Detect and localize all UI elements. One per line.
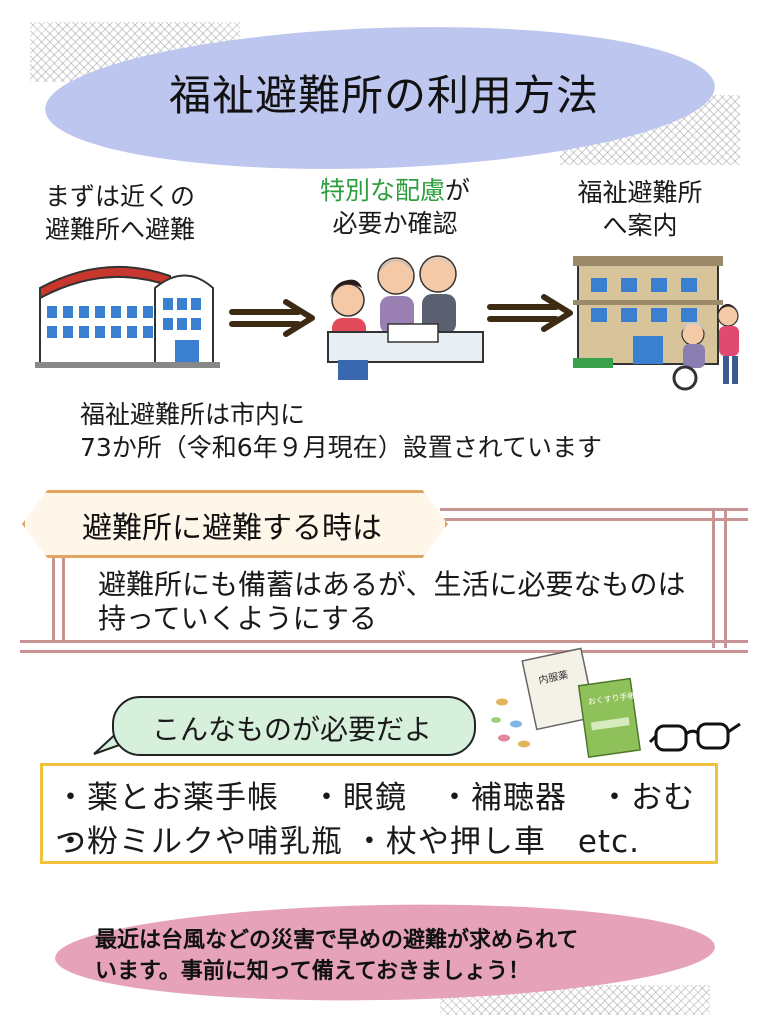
step-1-line2: 避難所へ避難	[44, 215, 195, 244]
rule-left-1	[52, 552, 55, 640]
step-3-line2: へ案内	[602, 211, 678, 240]
rule-top-2	[440, 518, 748, 521]
welfare-facility-illustration	[573, 256, 739, 391]
rule-right-1	[712, 508, 715, 648]
step-2-caption: 特別な配慮が 必要か確認	[280, 174, 510, 240]
step-1-caption: まずは近くの 避難所へ避難	[20, 180, 220, 246]
rule-bottom-2	[20, 650, 748, 653]
rule-top-1	[440, 508, 748, 511]
step-2-line2: 必要か確認	[332, 209, 458, 238]
page-title: 福祉避難所の利用方法	[168, 71, 599, 120]
footer-line2: います。事前に知って備えておきましょう！	[95, 959, 530, 984]
arrow-right-icon	[229, 299, 315, 337]
shelter-advice: 避難所にも備蓄はあるが、生活に必要なものは持っていくようにする	[98, 568, 686, 635]
facility-info: 福祉避難所は市内に 73か所（令和6年９月現在）設置されています	[80, 398, 720, 464]
rule-right-2	[724, 508, 727, 648]
rule-left-2	[62, 552, 65, 640]
school-building-illustration	[35, 265, 220, 368]
facility-info-line2: 73か所（令和6年９月現在）設置されています	[80, 433, 602, 462]
needs-bubble-text: こんなものが必要だよ	[151, 713, 432, 746]
footer-line1: 最近は台風などの災害で早めの避難が求められて	[95, 928, 579, 953]
facility-info-line1: 福祉避難所は市内に	[80, 400, 306, 429]
eyeglasses-icon	[648, 722, 741, 752]
shelter-section-title: 避難所に避難する時は	[82, 511, 382, 546]
step-2-highlight: 特別な配慮	[319, 176, 445, 205]
step-3-line1: 福祉避難所	[577, 178, 703, 207]
footer-message: 最近は台風などの災害で早めの避難が求められて います。事前に知って備えておきまし…	[95, 925, 695, 987]
step-1-line1: まずは近くの	[44, 182, 195, 211]
shelter-section-label	[22, 490, 448, 558]
rule-bottom-1	[20, 640, 748, 643]
medicine-illustration: 内服薬 おくすり手帳	[491, 647, 642, 758]
step-3-caption: 福祉避難所 へ案内	[540, 176, 740, 242]
step-2-line1-rest: が	[445, 176, 471, 205]
arrow-right-icon	[487, 294, 573, 332]
needs-bubble	[112, 696, 476, 756]
needed-items-line2: ・粉ミルクや哺乳瓶 ・杖や押し車 etc.	[55, 824, 640, 860]
needed-items-box	[40, 763, 718, 864]
needed-items-line1: ・薬とお薬手帳 ・眼鏡 ・補聴器 ・おむつ	[55, 780, 695, 861]
step-2-line1: 特別な配慮が	[280, 174, 510, 207]
consultation-desk-illustration	[327, 255, 484, 380]
